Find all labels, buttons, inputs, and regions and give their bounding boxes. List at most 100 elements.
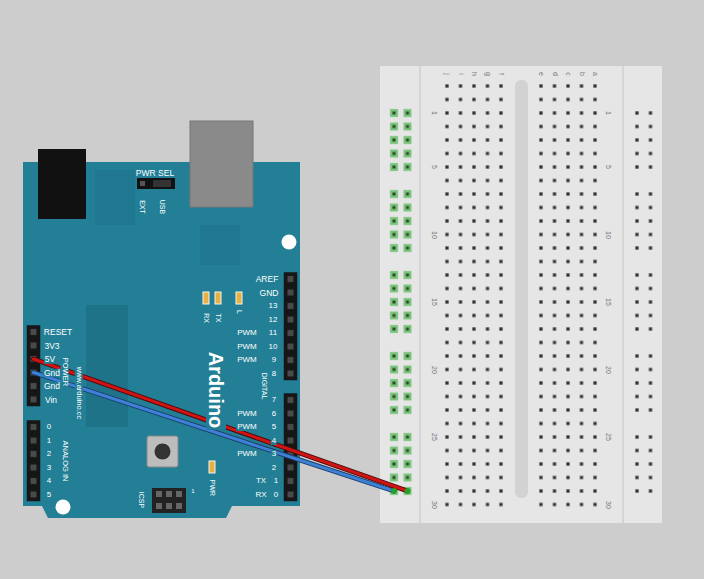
mounting-hole bbox=[282, 235, 297, 250]
pin-label: DIGITAL bbox=[261, 372, 268, 401]
pin-label: 5 bbox=[46, 491, 52, 499]
hole-grid bbox=[440, 79, 508, 511]
pin-label: 11 bbox=[268, 329, 278, 337]
wire-end bbox=[405, 488, 411, 494]
wire-end bbox=[391, 488, 397, 494]
pin-label: PWM bbox=[236, 356, 258, 364]
pin-label: www.arduino.cc bbox=[75, 366, 83, 421]
pin-label: 6 bbox=[271, 410, 277, 418]
power-rail bbox=[630, 430, 657, 498]
pin-label: POWER bbox=[61, 357, 69, 387]
pin-label: 12 bbox=[268, 316, 279, 324]
pin-label: USB bbox=[159, 199, 166, 215]
reset-button bbox=[147, 436, 178, 467]
board-detail bbox=[200, 225, 240, 265]
jumper-cap bbox=[153, 180, 171, 187]
breadboard-label: 30 bbox=[431, 500, 438, 510]
rail-separator bbox=[419, 66, 421, 523]
breadboard-label: i bbox=[457, 72, 464, 76]
breadboard-label: a bbox=[592, 71, 599, 77]
pin-label: TX bbox=[255, 477, 267, 485]
breadboard-label: f bbox=[498, 72, 505, 76]
pin-label: GND bbox=[259, 288, 280, 297]
breadboard-label: 1 bbox=[605, 110, 612, 116]
icsp-pin bbox=[156, 503, 162, 509]
power-rail bbox=[387, 187, 414, 255]
chip-outline bbox=[86, 305, 128, 427]
power-rail bbox=[630, 349, 657, 417]
power-rail bbox=[387, 349, 414, 417]
power-jack bbox=[38, 149, 86, 219]
pin-label: AREF bbox=[255, 275, 280, 284]
breadboard-label: e bbox=[538, 71, 545, 77]
pin-label: 0 bbox=[273, 491, 279, 499]
pin-label: 1 bbox=[273, 477, 279, 485]
icsp-pin bbox=[156, 491, 162, 497]
breadboard bbox=[380, 66, 662, 523]
pin-label: Gnd bbox=[43, 368, 61, 377]
pin-label: 1 bbox=[46, 437, 52, 445]
breadboard-label: h bbox=[471, 71, 478, 77]
pin-label: 5 bbox=[271, 423, 277, 431]
breadboard-label: 20 bbox=[605, 365, 612, 375]
usb-connector bbox=[190, 121, 253, 207]
breadboard-label: 15 bbox=[605, 297, 612, 307]
led bbox=[236, 292, 242, 304]
pin-label: 9 bbox=[271, 356, 277, 364]
pin-header bbox=[284, 272, 298, 380]
icsp-pin bbox=[176, 491, 182, 497]
pin-label: 1 bbox=[190, 488, 195, 494]
pin-label: PWM bbox=[236, 423, 258, 431]
led bbox=[209, 461, 215, 473]
breadboard-label: j bbox=[444, 72, 451, 76]
breadboard-label: 20 bbox=[431, 365, 438, 375]
pin-header bbox=[27, 325, 41, 406]
breadboard-label: 1 bbox=[431, 110, 438, 116]
pin-label: 8 bbox=[271, 370, 277, 378]
pin-label: L bbox=[236, 309, 243, 315]
center-channel bbox=[515, 80, 528, 498]
pin-label: PWR SEL bbox=[135, 169, 175, 178]
breadboard-label: 10 bbox=[605, 230, 612, 240]
breadboard-label: 15 bbox=[431, 297, 438, 307]
reset-button-cap bbox=[155, 444, 171, 460]
power-rail bbox=[630, 268, 657, 336]
pin-label: PWR bbox=[209, 479, 216, 497]
power-rail bbox=[387, 106, 414, 174]
pin-label: EXT bbox=[139, 199, 146, 215]
breadboard-label: 5 bbox=[605, 164, 612, 170]
power-rail bbox=[387, 268, 414, 336]
icsp-pin bbox=[176, 503, 182, 509]
jumper-pin bbox=[140, 181, 145, 186]
pin-label: ANALOG IN bbox=[61, 440, 69, 483]
icsp-pin bbox=[166, 491, 172, 497]
pin-label: 13 bbox=[268, 302, 279, 310]
pin-header bbox=[284, 272, 298, 380]
icsp-pin bbox=[166, 503, 172, 509]
pin-label: PWM bbox=[236, 450, 258, 458]
led bbox=[215, 292, 221, 304]
pin-label: 4 bbox=[46, 477, 52, 485]
breadboard-label: 25 bbox=[431, 432, 438, 442]
power-rail bbox=[630, 187, 657, 255]
pin-label: 3 bbox=[271, 450, 277, 458]
breadboard-label: 25 bbox=[605, 432, 612, 442]
power-rail bbox=[630, 106, 657, 174]
breadboard-label: b bbox=[578, 71, 585, 77]
hole-grid bbox=[534, 79, 602, 511]
pin-label: PWM bbox=[236, 329, 258, 337]
jumper bbox=[137, 178, 175, 189]
pin-label: PWM bbox=[236, 343, 258, 351]
pin-label: Vin bbox=[44, 395, 58, 404]
board-detail bbox=[95, 170, 135, 225]
pin-header bbox=[27, 325, 41, 406]
led bbox=[203, 292, 209, 304]
pin-label: 4 bbox=[271, 437, 277, 445]
pin-label: 5V bbox=[44, 355, 56, 364]
pin-label: 0 bbox=[46, 423, 52, 431]
pin-label: Gnd bbox=[43, 382, 61, 391]
breadboard-label: c bbox=[565, 71, 572, 77]
